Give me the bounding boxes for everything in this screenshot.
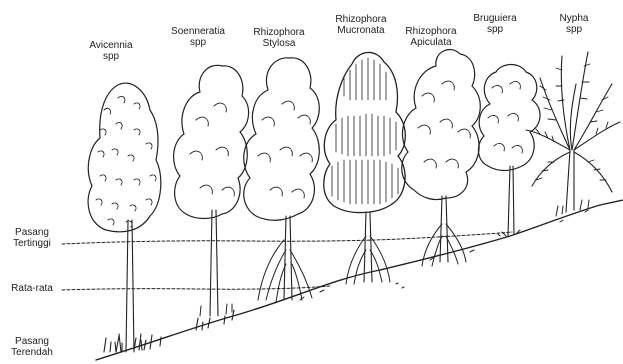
tree-soenneratia: [174, 65, 249, 316]
tree-rhizophora-apiculata: [402, 50, 481, 266]
tree-nypha: [526, 52, 620, 216]
tree-avicennia: [88, 83, 161, 352]
ground-line: [96, 200, 623, 360]
grass-tufts: [104, 310, 234, 352]
high-tide-line: [62, 232, 512, 244]
mean-tide-line: [62, 286, 330, 290]
tree-rhizophora-stylosa: [244, 58, 320, 302]
tree-bruguiera: [478, 65, 540, 237]
tree-rhizophora-mucronata: [324, 52, 406, 284]
